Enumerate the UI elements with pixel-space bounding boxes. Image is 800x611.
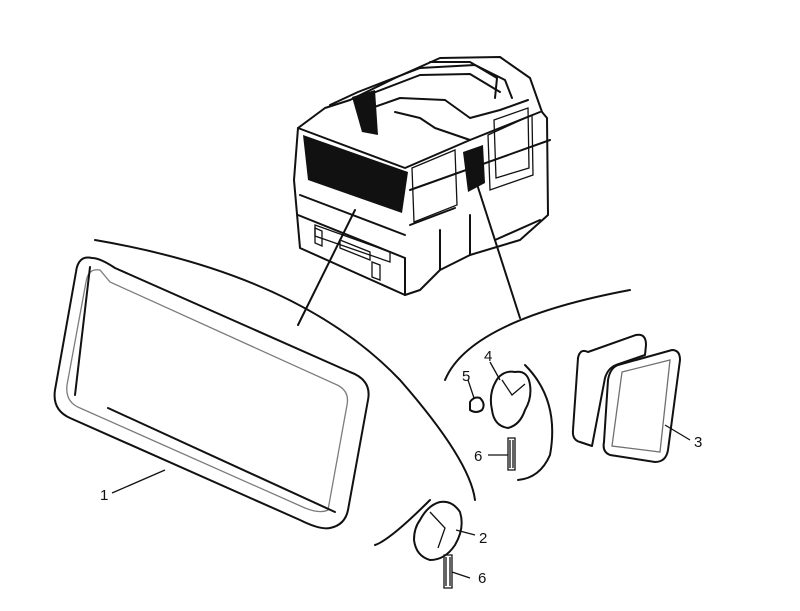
windscreen-seal-profile — [413, 500, 463, 561]
windscreen-glass — [53, 256, 370, 530]
callout-5: 5 — [462, 368, 470, 385]
side-seal-profile — [489, 370, 532, 429]
callout-2: 2 — [479, 530, 487, 547]
callout-3: 3 — [694, 434, 702, 451]
truck-cab — [293, 56, 551, 326]
side-filler-strip — [507, 437, 516, 471]
windscreen-detail-outline — [94, 239, 476, 501]
callout-1: 1 — [100, 487, 108, 504]
windscreen-filler-strip — [443, 554, 453, 589]
callout-6-windscreen: 6 — [478, 570, 486, 587]
side-window-detail-outline — [444, 289, 631, 381]
callout-6-side: 6 — [474, 448, 482, 465]
callout-4: 4 — [484, 348, 492, 365]
leader-lines — [111, 361, 691, 579]
seal-clip — [469, 396, 485, 413]
side-window-glass — [571, 333, 681, 463]
